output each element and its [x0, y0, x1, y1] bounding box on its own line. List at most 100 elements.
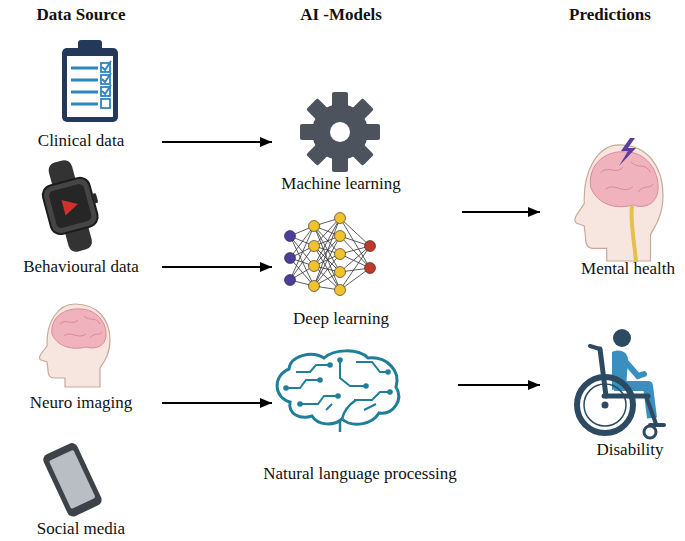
checkbox — [101, 99, 110, 108]
brain-outline — [277, 351, 399, 424]
brain-folds — [601, 162, 654, 193]
wheelchair-icon — [577, 329, 664, 438]
spinal-cord — [631, 206, 636, 262]
node-text-group: Natural language processing — [257, 464, 463, 484]
circuit-node — [317, 377, 323, 383]
person-arm — [624, 360, 644, 376]
node-text-group: Deep learning — [272, 309, 410, 329]
circuit-node — [385, 369, 391, 375]
checklist-line — [71, 79, 98, 82]
smartwatch-icon — [35, 154, 109, 256]
head-silhouette — [40, 304, 111, 387]
icon-node: Clinical data — [0, 35, 162, 153]
icon-node: Disability — [540, 325, 685, 465]
network-neuron — [309, 261, 320, 272]
network-neuron — [365, 241, 376, 252]
wheel-rim — [584, 384, 626, 426]
network-neuron — [309, 281, 320, 292]
circuit-trace — [326, 404, 376, 410]
circuit-node — [337, 357, 343, 363]
circuit-node — [283, 385, 289, 391]
chair-back — [600, 349, 606, 396]
node-label: Mental health — [568, 259, 685, 279]
circuit-node — [335, 393, 341, 399]
node-label: Behavioural data — [0, 257, 162, 277]
network-neuron — [335, 231, 346, 242]
circuit-trace — [300, 396, 338, 404]
network-neuron — [335, 249, 346, 260]
brain-shape — [52, 309, 106, 348]
node-label: Clinical data — [0, 131, 162, 151]
network-neuron — [335, 267, 346, 278]
gear-hole — [330, 122, 350, 142]
watch-button — [92, 193, 98, 204]
icon-node: Deep learning — [272, 208, 462, 332]
watch-display-mark — [61, 196, 80, 215]
network-neuron — [365, 263, 376, 274]
gear-icon — [300, 92, 380, 172]
gear-body — [312, 104, 368, 160]
icon-node: Neuro imaging — [0, 298, 162, 414]
network-neuron — [285, 253, 296, 264]
head-silhouette — [575, 145, 663, 261]
circuit-node — [297, 401, 303, 407]
brain-stem — [340, 400, 356, 432]
chair-seat — [604, 394, 648, 399]
circuit-trace — [356, 362, 388, 372]
head-brain-icon — [40, 304, 111, 387]
network-neuron — [309, 221, 320, 232]
circuit-trace — [296, 365, 330, 372]
node-text-group: Neuro imaging — [0, 393, 162, 413]
node-text-group: Mental health — [568, 259, 685, 279]
node-text-group: Clinical data — [0, 131, 162, 151]
column-header: Predictions — [545, 5, 675, 25]
node-text-group: Social media — [0, 519, 162, 539]
flow-arrow — [162, 141, 272, 143]
node-label: Natural language processing — [257, 464, 463, 484]
person-head — [613, 329, 631, 347]
node-label: Deep learning — [272, 309, 410, 329]
column-header: AI -Models — [271, 5, 411, 25]
network-link — [340, 218, 370, 246]
circuit-node — [387, 389, 393, 395]
node-text-group: Machine learning — [272, 174, 410, 194]
node-label: Social media — [0, 519, 162, 539]
node-text-group: Disability — [570, 440, 685, 460]
flow-arrow — [162, 402, 272, 404]
node-text-group: Behavioural data — [0, 257, 162, 277]
neural-network-icon — [285, 213, 376, 296]
clipboard-paper — [67, 56, 113, 117]
circuit-brain-icon — [277, 351, 399, 432]
checklist-line — [71, 67, 98, 70]
network-neuron — [335, 285, 346, 296]
smartphone-icon — [41, 441, 103, 518]
brain-folds — [60, 316, 102, 338]
flow-arrow — [462, 211, 540, 213]
watch-screen — [48, 183, 93, 229]
watch-case — [41, 176, 100, 237]
leg-rest — [646, 396, 656, 424]
circuit-trace — [340, 360, 366, 386]
circuit-node — [363, 383, 369, 389]
network-neuron — [309, 241, 320, 252]
check-mark — [102, 73, 111, 82]
icon-node: Natural language processing — [272, 345, 458, 490]
watch-band — [47, 158, 94, 253]
checklist-line — [71, 103, 98, 106]
column-header: Data Source — [0, 5, 162, 25]
circuit-node — [327, 362, 333, 368]
phone-body — [41, 441, 103, 518]
network-neuron — [335, 213, 346, 224]
caster-wheel — [644, 426, 656, 438]
large-wheel — [577, 377, 633, 433]
wheel-hub — [602, 402, 609, 409]
icon-node: Social media — [0, 438, 162, 541]
circuit-trace — [354, 392, 390, 400]
icon-node: Machine learning — [272, 90, 410, 198]
circuit-trace — [286, 380, 320, 388]
node-label: Neuro imaging — [0, 393, 162, 413]
clipboard-icon — [62, 40, 118, 122]
checklist-line — [71, 91, 98, 94]
icon-node: Behavioural data — [0, 158, 162, 282]
